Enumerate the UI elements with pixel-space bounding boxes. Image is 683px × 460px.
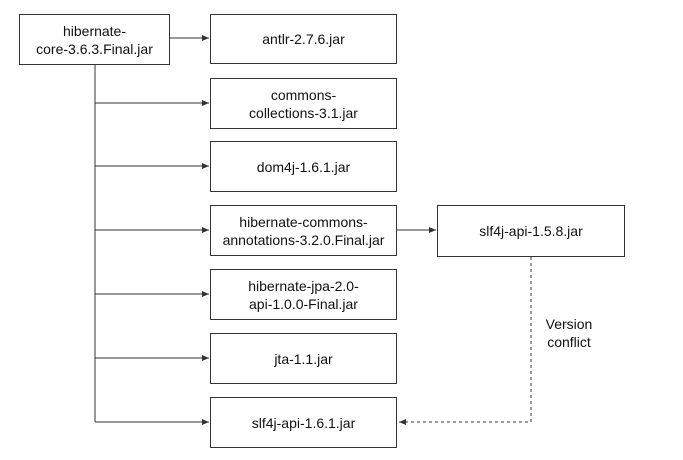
edge-version-conflict (399, 257, 532, 425)
node-slf4j-api-161: slf4j-api-1.6.1.jar (210, 397, 397, 448)
node-label: antlr-2.7.6.jar (262, 31, 345, 47)
node-jta: jta-1.1.jar (210, 333, 397, 384)
node-hibernate-core: hibernate- core-3.6.3.Final.jar (19, 14, 170, 65)
node-antlr: antlr-2.7.6.jar (210, 14, 397, 64)
node-label: jta-1.1.jar (274, 350, 333, 367)
node-label: slf4j-api-1.5.8.jar (479, 223, 583, 239)
node-label: slf4j-api-1.6.1.jar (251, 414, 356, 431)
node-hibernate-commons-annotations: hibernate-commons- annotations-3.2.0.Fin… (210, 205, 397, 256)
node-slf4j-api-158: slf4j-api-1.5.8.jar (437, 205, 625, 257)
node-label: hibernate- core-3.6.3.Final.jar (36, 22, 153, 57)
node-hibernate-jpa: hibernate-jpa-2.0- api-1.0.0-Final.jar (210, 269, 397, 320)
node-commons-collections: commons- collections-3.1.jar (210, 78, 397, 129)
node-label: hibernate-commons- annotations-3.2.0.Fin… (222, 213, 385, 248)
node-label: dom4j-1.6.1.jar (256, 158, 351, 175)
node-label: commons- collections-3.1.jar (249, 86, 358, 121)
node-label: hibernate-jpa-2.0- api-1.0.0-Final.jar (248, 277, 359, 312)
version-conflict-note: Version conflict (545, 316, 593, 350)
node-dom4j: dom4j-1.6.1.jar (210, 141, 397, 192)
